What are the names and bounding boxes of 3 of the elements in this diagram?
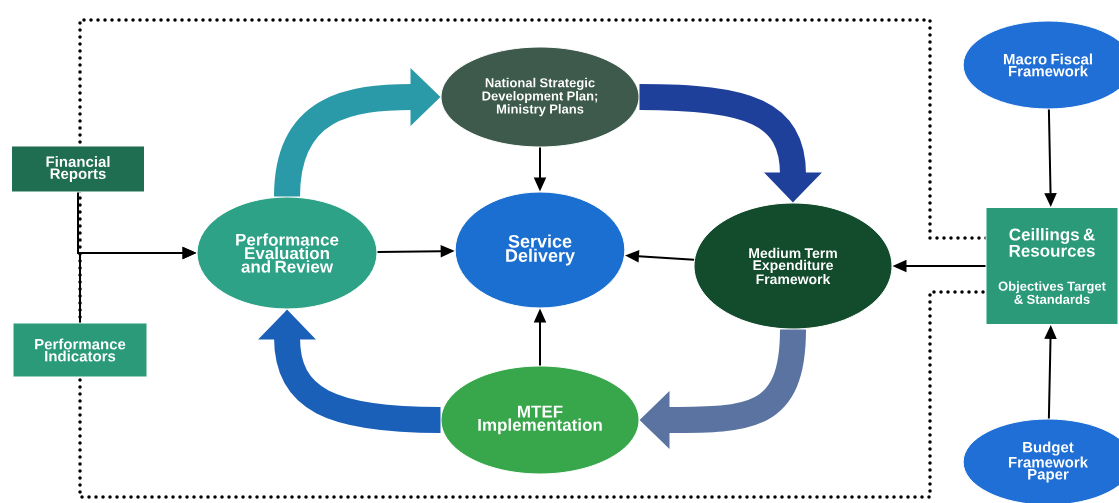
label-box: Performance Indicators — [12, 322, 148, 378]
label-box: Financial Reports — [11, 145, 145, 193]
label-box: Ceillings & Resources Objectives Target & Standards — [985, 207, 1119, 325]
